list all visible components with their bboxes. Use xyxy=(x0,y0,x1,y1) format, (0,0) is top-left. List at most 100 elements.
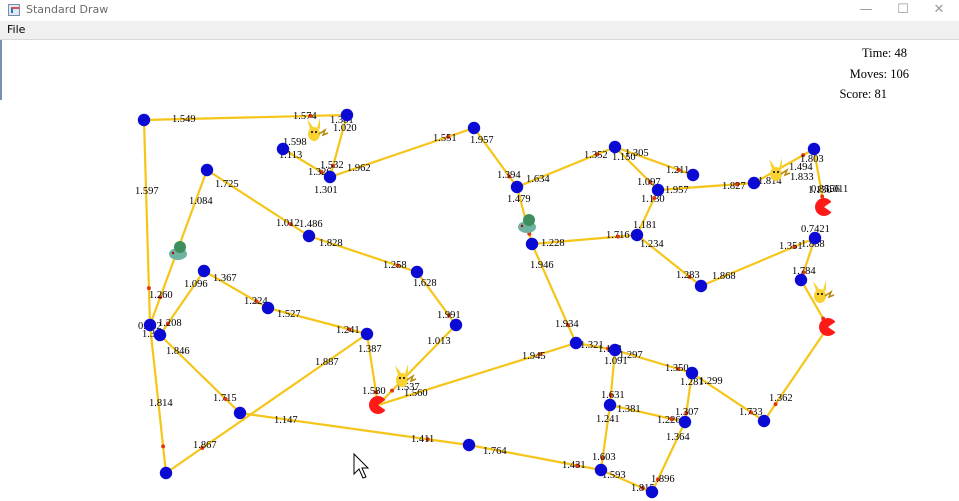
graph-node[interactable] xyxy=(261,301,275,315)
graph-node[interactable] xyxy=(360,327,374,341)
edge-weight-label: 1.130 xyxy=(641,194,665,205)
edge-weight-label: 1.827 xyxy=(722,181,746,192)
graph-node[interactable] xyxy=(340,108,354,122)
graph-node[interactable] xyxy=(808,231,822,245)
edge-weight-label: 1.228 xyxy=(541,238,565,249)
graph-node[interactable] xyxy=(608,343,622,357)
graph-node[interactable] xyxy=(467,121,481,135)
graph-node[interactable] xyxy=(794,273,808,287)
graph-node[interactable] xyxy=(200,163,214,177)
edge-direction-dot xyxy=(254,299,259,304)
edge-direction-dot xyxy=(801,153,806,158)
edge-direction-dot xyxy=(616,234,621,239)
minimize-button[interactable]: — xyxy=(859,2,873,17)
pikachu-icon xyxy=(813,280,835,303)
maximize-button[interactable]: ☐ xyxy=(897,2,909,17)
graph-node[interactable] xyxy=(807,142,821,156)
graph-node[interactable] xyxy=(153,328,167,342)
edge-weight-label: 1.283 xyxy=(676,270,700,281)
edge-weight-label: 1.350 xyxy=(665,363,689,374)
edge-weight-label: 1.560 xyxy=(404,388,428,399)
graph-node[interactable] xyxy=(569,336,583,350)
edge-weight-label: 1.130 xyxy=(808,185,832,196)
graph-node[interactable] xyxy=(410,265,424,279)
graph-node[interactable] xyxy=(608,140,622,154)
edge-weight-label: 1.352 xyxy=(584,150,608,161)
edge-direction-dot xyxy=(640,486,645,491)
edge-weight-label: 1.815 xyxy=(631,483,655,494)
edge-direction-dot xyxy=(792,244,797,249)
edge-weight-label: 1.091 xyxy=(604,356,628,367)
edge-direction-dot xyxy=(820,194,825,199)
graph-node[interactable] xyxy=(197,264,211,278)
edge-direction-dot xyxy=(676,366,681,371)
graph-node[interactable] xyxy=(594,463,608,477)
edge-weight-label: 1.597 xyxy=(135,186,159,197)
edge-direction-dot xyxy=(600,456,605,461)
edge-weight-label: 1.364 xyxy=(666,432,690,443)
graph-node[interactable] xyxy=(323,170,337,184)
graph-node[interactable] xyxy=(276,142,290,156)
edge-weight-label: 1.833 xyxy=(790,172,814,183)
edge-direction-dot xyxy=(347,327,352,332)
edge-weight-label: 1.381 xyxy=(617,404,641,415)
edge-weight-label: 1.628 xyxy=(413,278,437,289)
edge-weight-label: 1.241 xyxy=(336,325,360,336)
edge-direction-dot xyxy=(161,444,166,449)
edge-direction-dot xyxy=(734,182,739,187)
graph-node[interactable] xyxy=(685,366,699,380)
graph-node[interactable] xyxy=(645,485,659,499)
graph-edge xyxy=(377,341,577,407)
graph-node[interactable] xyxy=(449,318,463,332)
edge-weight-label: 1.147 xyxy=(274,415,298,426)
edge-weight-label: 0.8556 xyxy=(811,184,840,195)
graph-node[interactable] xyxy=(159,466,173,480)
graph-node[interactable] xyxy=(651,183,665,197)
edge-weight-label: 1.946 xyxy=(530,260,554,271)
graph-node[interactable] xyxy=(630,228,644,242)
edge-weight-label: 1.957 xyxy=(665,185,689,196)
graph-node[interactable] xyxy=(137,113,151,127)
graph-node[interactable] xyxy=(694,279,708,293)
graph-node[interactable] xyxy=(678,415,692,429)
edge-direction-dot xyxy=(801,270,806,275)
edge-direction-dot xyxy=(676,167,681,172)
edge-weight-label: 1.631 xyxy=(601,390,625,401)
graph-edge xyxy=(142,119,152,326)
graph-node[interactable] xyxy=(603,398,617,412)
pikachu-icon xyxy=(395,364,417,387)
graph-node[interactable] xyxy=(686,168,700,182)
edge-weight-label: 1.527 xyxy=(277,309,301,320)
graph-node[interactable] xyxy=(233,406,247,420)
graph-node[interactable] xyxy=(143,318,157,332)
edge-direction-dot xyxy=(331,163,336,168)
edge-direction-dot xyxy=(319,169,324,174)
score-value: 81 xyxy=(874,87,888,101)
edge-weight-label: 1.097 xyxy=(637,177,661,188)
edge-weight-label: 1.479 xyxy=(507,194,531,205)
menu-file[interactable]: File xyxy=(7,23,26,36)
edge-weight-label: 1.301 xyxy=(314,185,338,196)
java-app-icon xyxy=(8,4,20,16)
graph-node[interactable] xyxy=(757,414,771,428)
edge-weight-label: 1.020 xyxy=(333,123,357,134)
edge-weight-label: 1.945 xyxy=(522,351,546,362)
edge-direction-dot xyxy=(749,410,754,415)
time-value: 48 xyxy=(894,46,908,60)
graph-node[interactable] xyxy=(747,176,761,190)
graph-node[interactable] xyxy=(462,438,476,452)
edge-weight-label: 1.887 xyxy=(315,357,339,368)
graph-nodes xyxy=(137,108,822,499)
pacman-icon xyxy=(819,318,836,336)
edge-direction-dot xyxy=(158,295,163,300)
graph-node[interactable] xyxy=(510,180,524,194)
edge-weight-label: 1.962 xyxy=(347,163,371,174)
graph-node[interactable] xyxy=(302,229,316,243)
edge-weight-label: 1.113 xyxy=(279,150,302,161)
graph-node[interactable] xyxy=(525,237,539,251)
close-button[interactable]: ✕ xyxy=(933,2,945,17)
edge-weight-label: 1.888 xyxy=(801,239,825,250)
pacman-icon xyxy=(815,198,832,216)
edge-direction-dot xyxy=(538,352,543,357)
